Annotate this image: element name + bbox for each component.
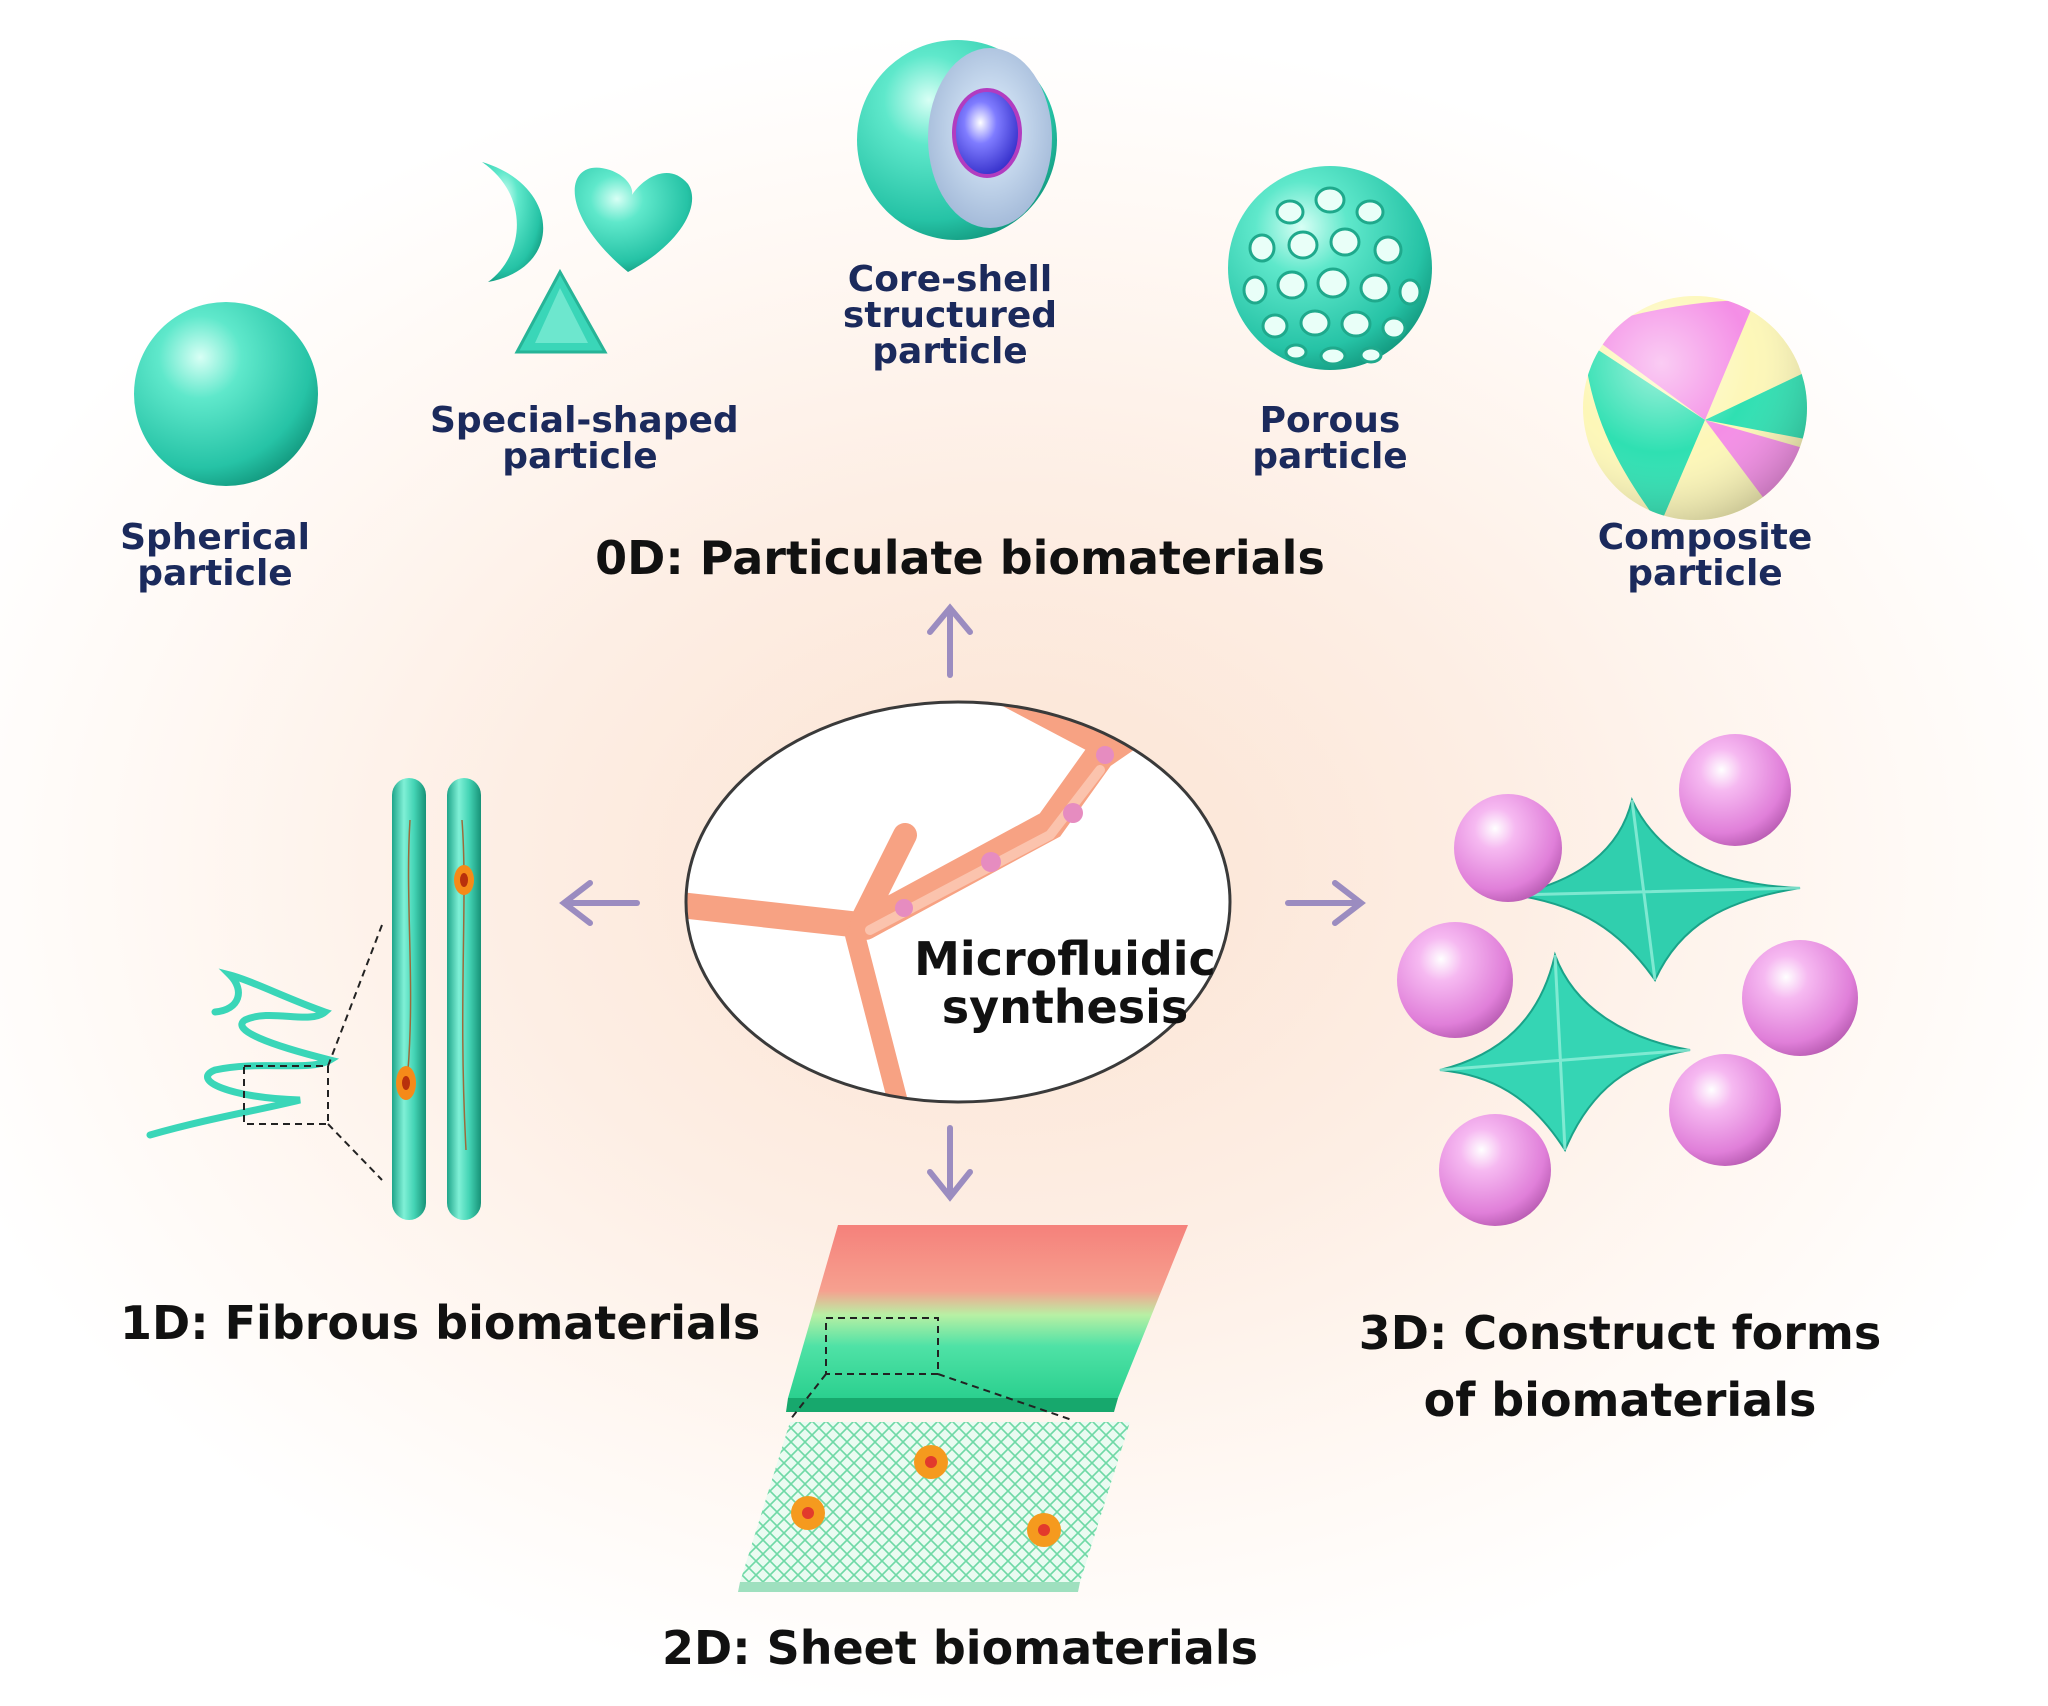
one-d-category-label: 1D: Fibrous biomaterials — [120, 1296, 761, 1350]
special-shaped-label-line-1: Special-shaped — [430, 400, 739, 441]
composite-label-line-1: Composite — [1597, 517, 1813, 558]
core-shell-label-line-2: structured — [842, 295, 1058, 336]
arrow-right — [1285, 880, 1366, 926]
microfluidic-synthesis-label: Microfluidic synthesis — [890, 935, 1240, 1032]
fibrous-biomaterials-illustration — [146, 778, 481, 1220]
porous-particle-illustration — [1228, 166, 1432, 370]
spherical-label-line-2: particle — [137, 553, 293, 594]
three-d-label-line-2: of biomaterials — [1423, 1372, 1817, 1427]
core-shell-label-line-3: particle — [872, 331, 1028, 372]
center-label-line-2: synthesis — [941, 980, 1189, 1035]
arrow-down — [927, 1125, 973, 1202]
core-shell-particle-illustration — [857, 40, 1057, 240]
composite-label-line-2: particle — [1627, 553, 1783, 594]
core-shell-label-line-1: Core-shell — [847, 259, 1053, 300]
arrow-left — [559, 880, 640, 926]
two-d-category-label: 2D: Sheet biomaterials — [662, 1621, 1258, 1675]
porous-particle-label: Porous particle — [1230, 403, 1430, 475]
special-shaped-label-line-2: particle — [502, 436, 658, 477]
spherical-particle-illustration — [134, 302, 318, 486]
three-d-label-line-1: 3D: Construct forms — [1358, 1306, 1882, 1360]
construct-biomaterials-illustration — [1397, 734, 1858, 1226]
composite-particle-label: Composite particle — [1585, 520, 1825, 592]
spherical-label-line-1: Spherical — [120, 517, 310, 558]
arrow-up — [927, 603, 973, 678]
porous-label-line-2: particle — [1252, 436, 1408, 477]
zero-d-category-label: 0D: Particulate biomaterials — [595, 531, 1325, 585]
composite-particle-illustration — [1583, 296, 1807, 520]
microfluidic-chip-illustration — [684, 700, 1232, 1104]
center-label-line-1: Microfluidic — [914, 932, 1216, 986]
special-shaped-particle-illustration — [482, 162, 693, 354]
arrows — [559, 603, 1366, 1202]
porous-label-line-1: Porous — [1259, 400, 1401, 441]
special-shaped-particle-label: Special-shaped particle — [430, 400, 739, 477]
three-d-category-label: 3D: Construct forms of biomaterials — [1340, 1300, 1900, 1433]
core-shell-particle-label: Core-shell structured particle — [830, 262, 1070, 370]
spherical-particle-label: Spherical particle — [110, 520, 320, 592]
sheet-biomaterials-illustration — [738, 1225, 1188, 1592]
